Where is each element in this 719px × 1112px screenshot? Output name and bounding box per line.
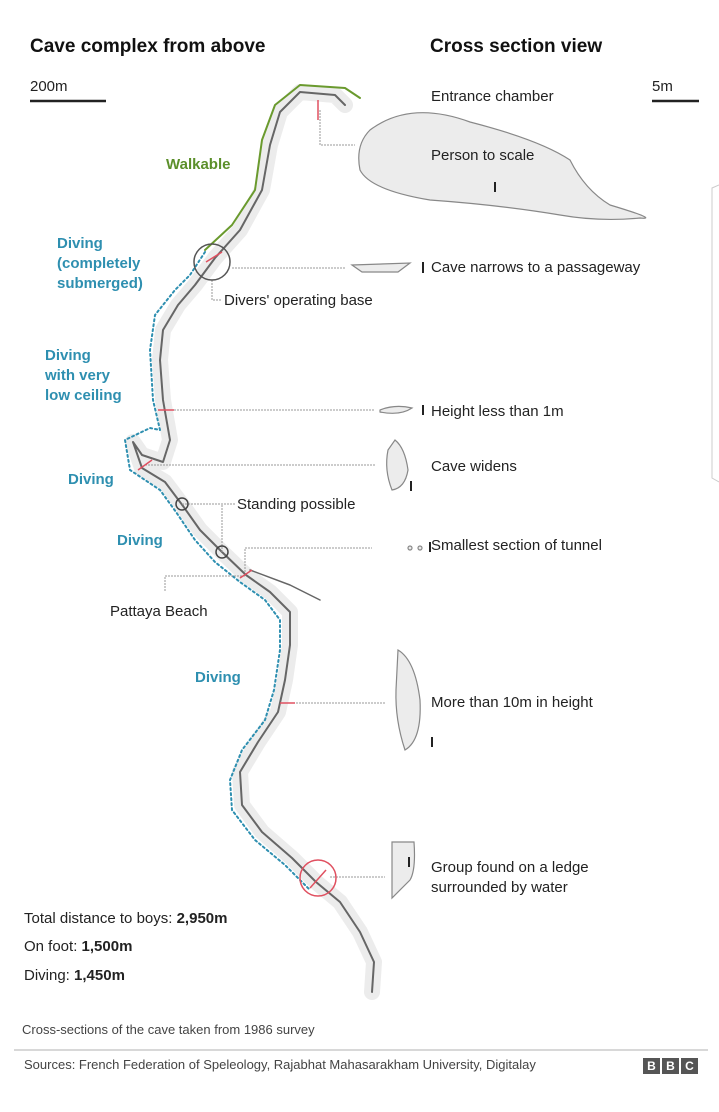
section-person-to-scale: Person to scale [431, 147, 535, 164]
group-location-circle [299, 859, 337, 897]
section-smallest: Smallest section of tunnel [431, 537, 602, 554]
stat-diving: Diving: 1,450m [24, 967, 125, 984]
smallest-shape-1 [407, 545, 413, 551]
zone-diving-3: Diving [68, 471, 114, 488]
sources: Sources: French Federation of Speleology… [24, 1057, 536, 1072]
stat-foot-value: 1,500m [81, 938, 133, 955]
page-edge-frame [711, 184, 719, 483]
person-icons [408, 182, 496, 867]
stat-total: Total distance to boys: 2,950m [24, 910, 227, 927]
section-passageway: Cave narrows to a passageway [431, 259, 641, 276]
bbc-logo-c: C [681, 1058, 698, 1074]
smallest-shape-2 [417, 545, 423, 551]
stat-foot: On foot: 1,500m [24, 938, 132, 955]
section-tall: More than 10m in height [431, 694, 593, 711]
passageway-shape [350, 262, 412, 273]
section-group-found: Group found on a ledge surrounded by wat… [431, 859, 589, 896]
leader-lines [145, 110, 385, 878]
diving-route [124, 251, 311, 891]
tall-shape [395, 648, 421, 751]
standing-circle-2 [215, 545, 229, 559]
side-passage [249, 569, 321, 601]
zone-diving-4: Diving [117, 532, 163, 549]
stat-total-label: Total distance to boys: [24, 910, 177, 927]
section-scale-label: 5m [652, 78, 673, 95]
ledge-shape [391, 841, 416, 900]
stat-diving-label: Diving: [24, 967, 75, 984]
bbc-logo-b1: B [643, 1058, 660, 1074]
stat-total-value: 2,950m [176, 910, 228, 927]
label-operating-base: Divers' operating base [224, 292, 373, 309]
standing-circle-1 [175, 497, 189, 511]
walkable-route [204, 84, 361, 251]
map-title: Cave complex from above [30, 36, 266, 57]
zone-diving-low-ceiling: Diving with very low ceiling [45, 347, 122, 404]
stat-foot-label: On foot: [24, 938, 82, 955]
section-entrance-chamber: Entrance chamber [431, 88, 554, 105]
survey-note: Cross-sections of the cave taken from 19… [22, 1022, 315, 1037]
zone-diving-5: Diving [195, 669, 241, 686]
zone-walkable: Walkable [166, 156, 231, 173]
section-low-ceiling: Height less than 1m [431, 403, 564, 420]
low-ceiling-shape [379, 405, 414, 414]
section-cave-widens: Cave widens [431, 458, 517, 475]
widens-shape [386, 439, 409, 491]
stat-diving-value: 1,450m [74, 967, 125, 984]
map-scale-label: 200m [30, 78, 68, 95]
entrance-chamber-shape [358, 112, 647, 221]
cave-passage [132, 91, 375, 993]
label-pattaya-beach: Pattaya Beach [110, 603, 208, 620]
section-title: Cross section view [430, 36, 603, 57]
section-markers [137, 100, 327, 889]
zone-diving-submerged: Diving (completely submerged) [57, 235, 143, 292]
label-standing-possible: Standing possible [237, 496, 356, 513]
bbc-logo-b2: B [662, 1058, 679, 1074]
cross-sections [350, 112, 647, 900]
operating-base-circle [193, 243, 231, 281]
cave-shadow [125, 84, 382, 1000]
